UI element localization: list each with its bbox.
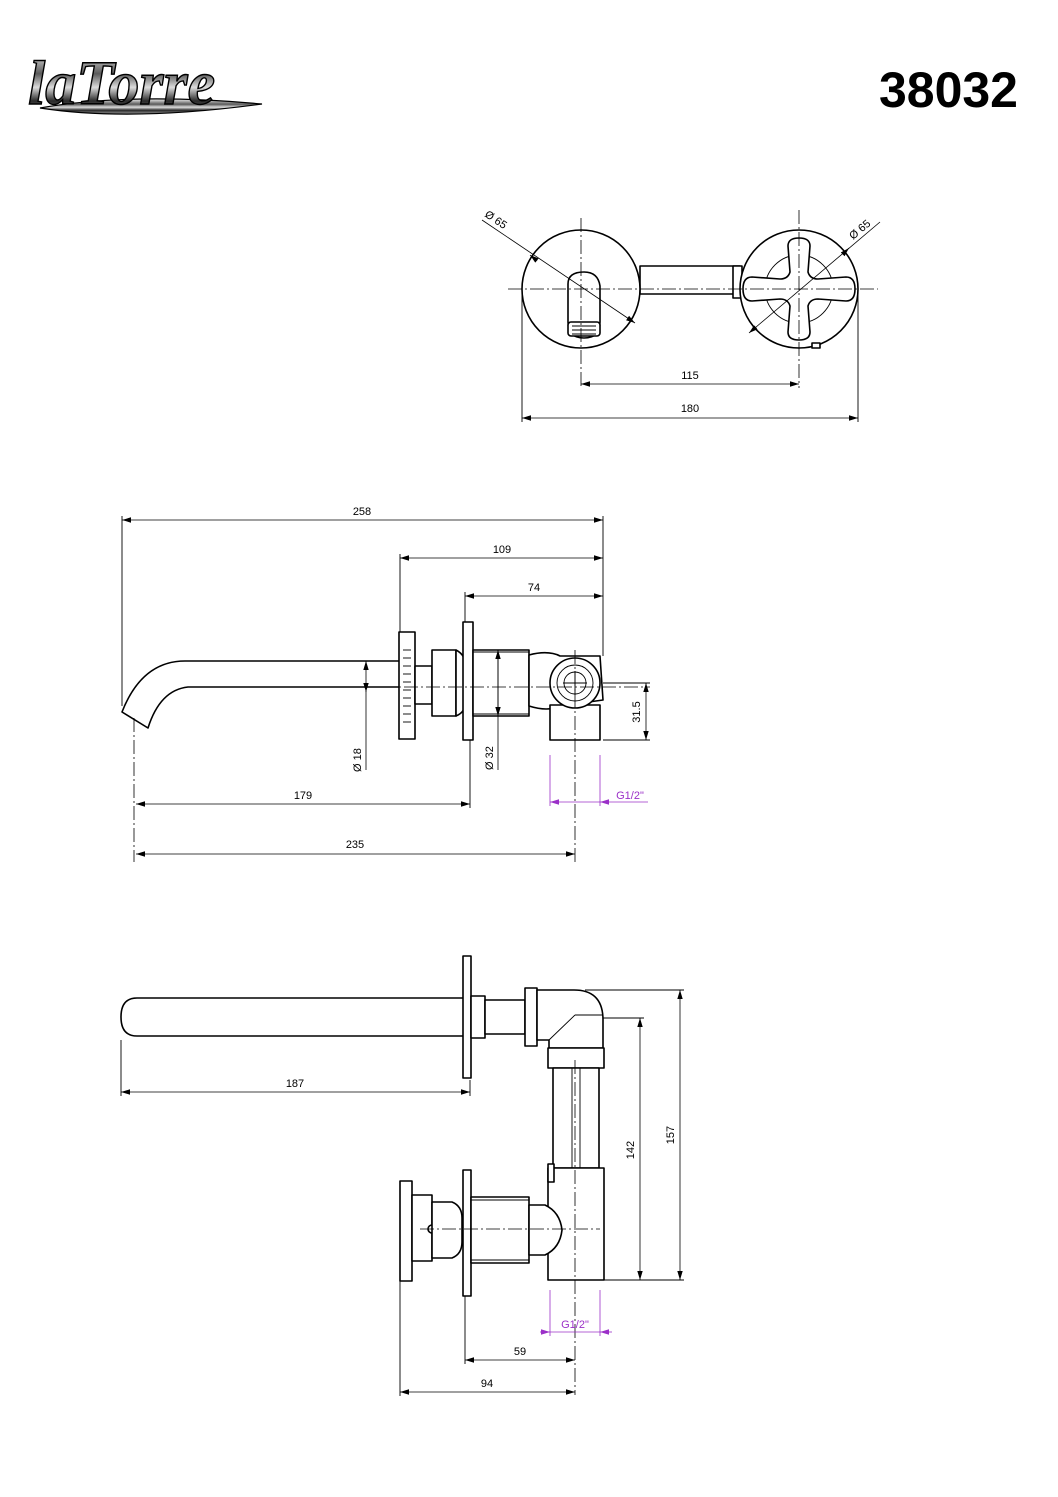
dim-187: 187 [286, 1078, 304, 1090]
tab-marker [811, 342, 821, 349]
cartridge-body [472, 649, 530, 717]
vertical-pipe [552, 1067, 600, 1169]
spout-body [121, 660, 401, 729]
dim-235: 235 [346, 839, 364, 851]
connector-body [639, 265, 741, 295]
spout-collar [470, 995, 486, 1039]
spout-plate [398, 631, 416, 740]
spout-outlet [567, 271, 601, 339]
cartridge-tip [528, 1204, 563, 1256]
body-tab [547, 1163, 555, 1183]
dia-left-label: Ø 65 [482, 209, 508, 232]
top-view: Ø 65 Ø 65 115 180 [481, 209, 881, 422]
dim-74: 74 [528, 582, 540, 594]
pipe-nut-top [547, 1047, 605, 1069]
dim-157: 157 [665, 1126, 677, 1144]
valve-cartridge [470, 1196, 530, 1264]
thread-side: G1/2" [616, 790, 644, 802]
horizontal-pipe [484, 999, 526, 1035]
spout-body-front [120, 997, 466, 1037]
side-view: 258 109 74 31.5 Ø 18 Ø 32 G1/2" 179 23 [121, 506, 650, 862]
elbow-nut [524, 987, 538, 1047]
front-view: 187 142 157 G1/2" 59 94 [120, 955, 684, 1396]
valve-body [547, 1167, 605, 1281]
valve-wall-plate [462, 1169, 472, 1297]
product-code: 38032 [879, 62, 1018, 118]
brand-logo: laTorre [27, 49, 263, 119]
dim-59: 59 [514, 1346, 526, 1358]
spout-plate-front [462, 955, 472, 1079]
dia-left-leader [481, 219, 636, 324]
wall-plate [462, 621, 474, 741]
dia-18: Ø 18 [352, 748, 364, 772]
handle-cap [431, 1201, 463, 1259]
logo-swoosh [39, 98, 263, 115]
plate-knurl [403, 649, 411, 723]
dim-94: 94 [481, 1378, 493, 1390]
dim-109: 109 [493, 544, 511, 556]
nut [431, 649, 457, 717]
thread-front: G1/2" [561, 1319, 589, 1331]
dim-180: 180 [681, 403, 699, 415]
dim-31-5: 31.5 [631, 701, 643, 722]
elbow [536, 989, 604, 1049]
dim-258: 258 [353, 506, 371, 518]
dim-115: 115 [681, 370, 699, 382]
dim-179: 179 [294, 790, 312, 802]
brand-wordmark: laTorre [28, 50, 215, 118]
handle-knob [399, 1180, 413, 1282]
dim-142: 142 [625, 1141, 637, 1159]
dia-32: Ø 32 [484, 746, 496, 770]
sleeve [414, 665, 433, 705]
dia-right-leader [748, 221, 881, 334]
